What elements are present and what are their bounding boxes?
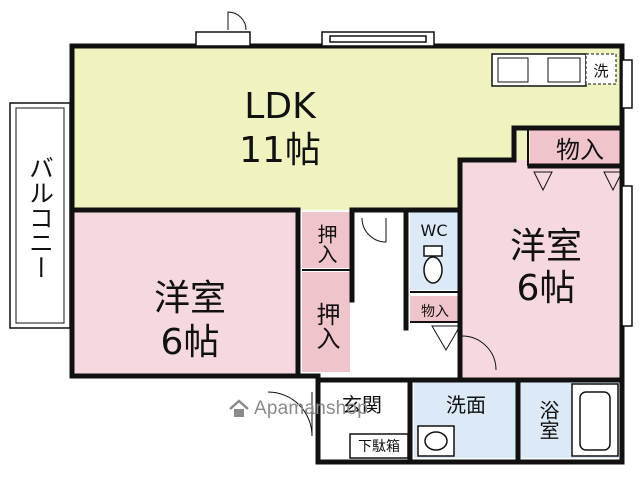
ldk-name: LDK — [244, 86, 317, 127]
partitions — [302, 128, 529, 323]
west-bedroom — [74, 212, 298, 376]
watermark-text: Apamanshop — [254, 398, 368, 419]
house-icon — [228, 398, 250, 420]
east-room-name: 洋室 — [510, 226, 582, 267]
oshiire-1-area — [302, 212, 350, 268]
closet-top-right-label: 物入 — [556, 136, 604, 164]
kitchen-counter: 洗 — [491, 53, 617, 87]
west-room-name: 洋室 — [154, 278, 226, 319]
bathroom-label: 浴室 — [536, 400, 560, 440]
balcony-label: バルコニー — [26, 155, 55, 280]
shoe-box — [349, 433, 409, 459]
wc-label: WC — [421, 221, 448, 240]
oshiire-1-label: 押入 — [314, 224, 338, 264]
oshiire-2-label: 押入 — [312, 302, 340, 350]
entrance-label: 玄関 — [342, 393, 382, 417]
windows — [195, 31, 633, 327]
bathtub-icon — [571, 383, 619, 457]
washbasin-icon — [417, 425, 455, 457]
ldk-size: 11帖 — [239, 130, 321, 171]
walls — [69, 43, 625, 465]
washroom-label: 洗面 — [446, 393, 486, 417]
east-room-size: 6帖 — [517, 268, 576, 309]
storage-small-label: 物入 — [421, 304, 449, 320]
shoe-box-label: 下駄箱 — [358, 439, 400, 455]
closet-top-right-area — [530, 128, 620, 166]
toilet-icon — [423, 245, 443, 284]
balcony: バルコニー — [9, 102, 71, 329]
doors — [227, 11, 623, 437]
laundry-mark: 洗 — [593, 62, 608, 80]
east-bedroom — [462, 160, 620, 378]
oshiire-2-area — [302, 272, 350, 372]
watermark: Apamanshop — [228, 398, 368, 420]
storage-small-area — [410, 296, 460, 322]
west-room-size: 6帖 — [161, 322, 220, 363]
